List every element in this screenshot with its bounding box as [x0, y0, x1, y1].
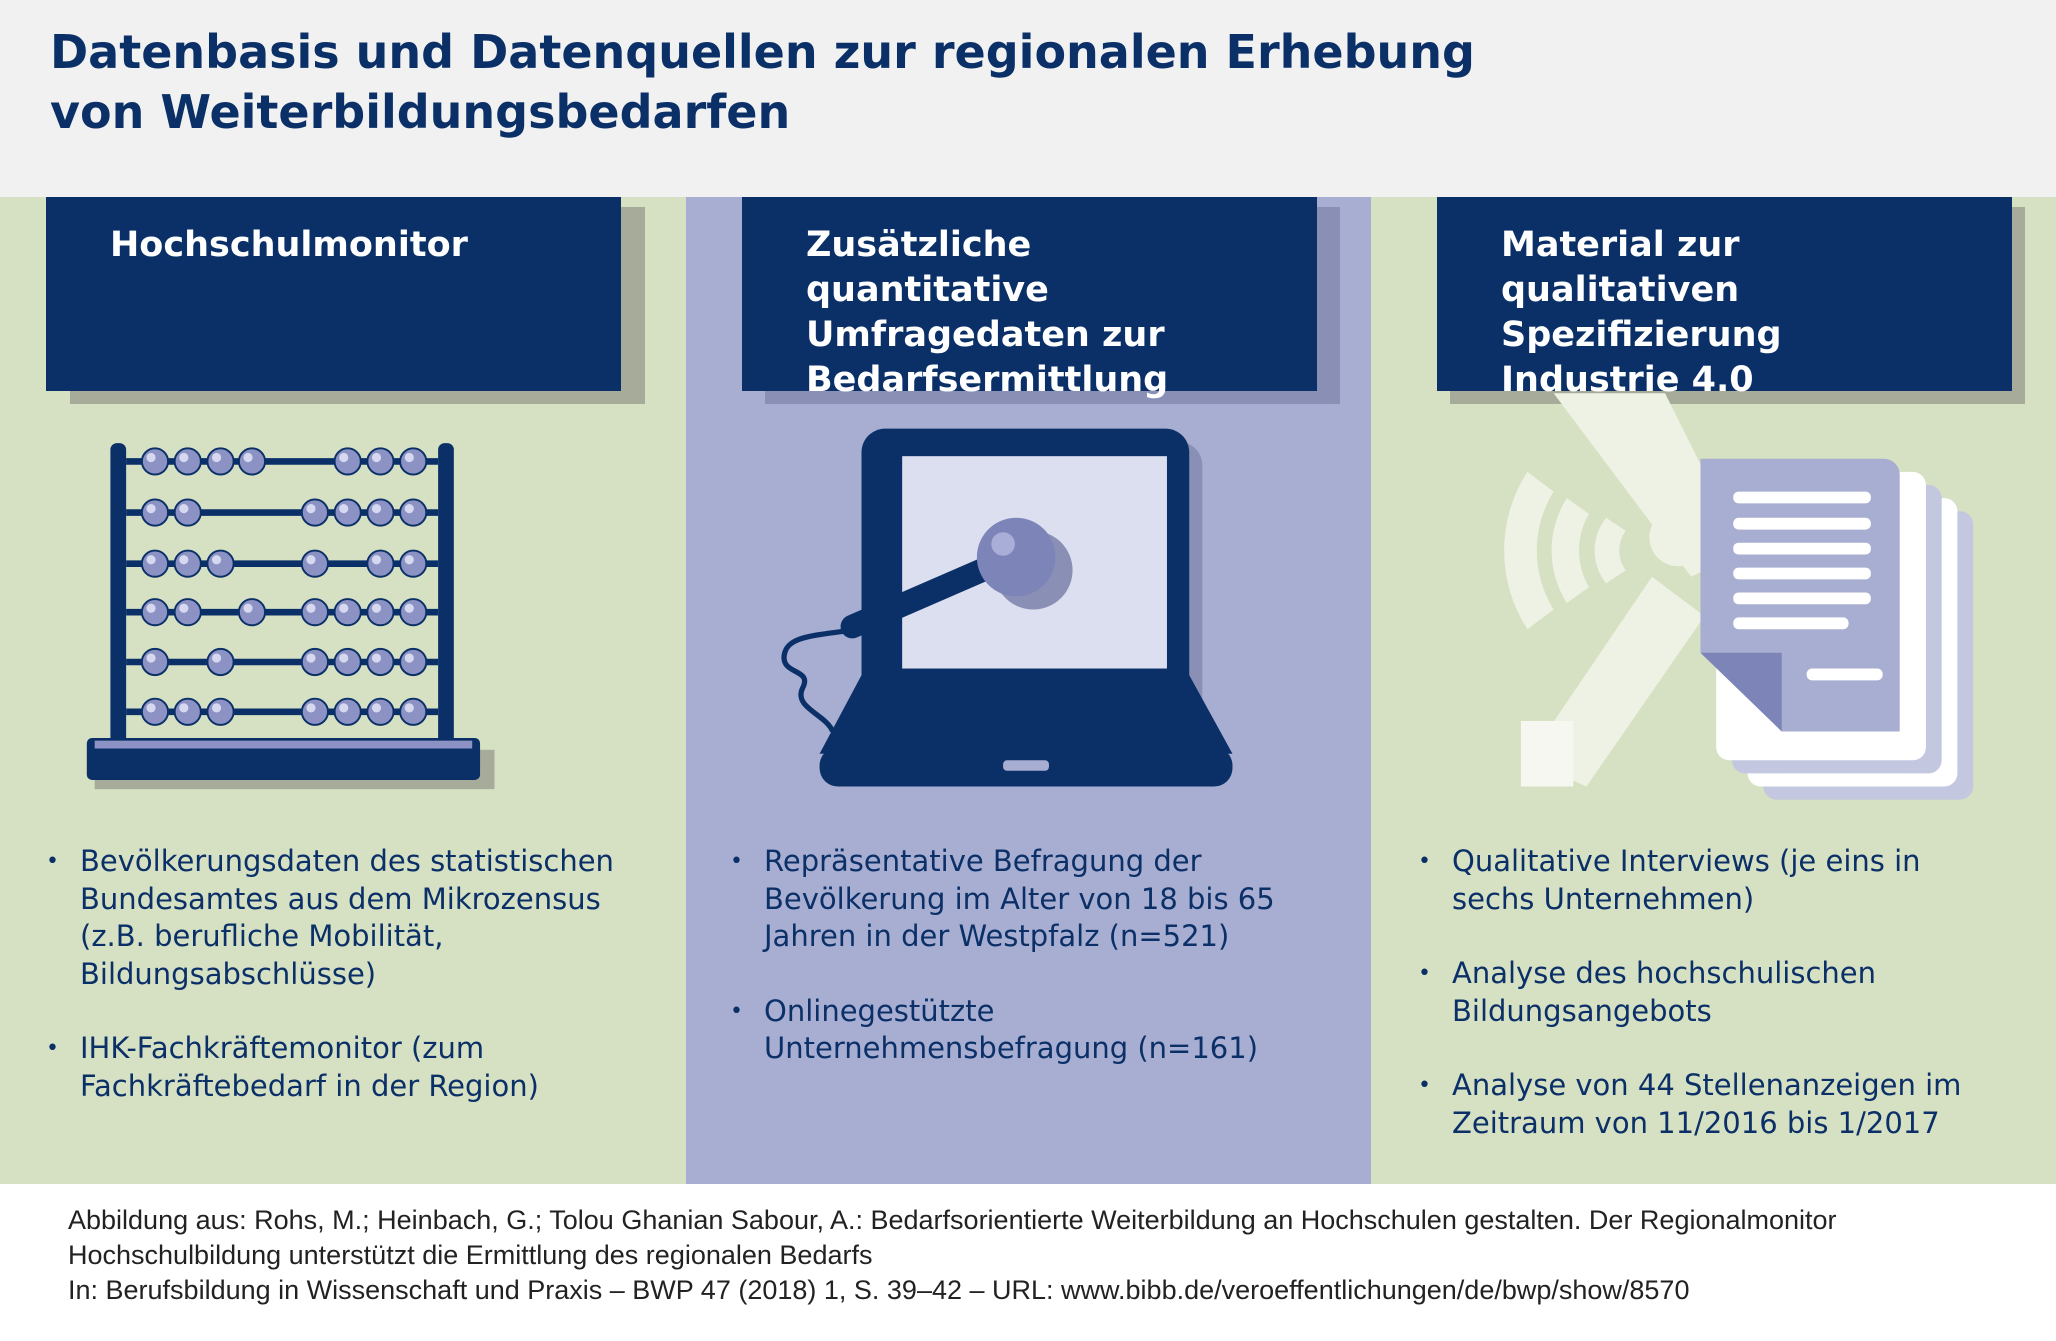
abacus-bead	[173, 447, 202, 476]
bead-highlight	[211, 653, 222, 663]
bead-highlight	[306, 555, 316, 565]
abacus-bead	[399, 697, 428, 726]
abacus-bead	[140, 549, 170, 578]
abacus-bead	[366, 598, 395, 627]
abacus-bead	[300, 598, 329, 627]
abacus-bead	[399, 598, 428, 627]
bead-highlight	[404, 452, 414, 463]
abacus-bead	[399, 447, 428, 476]
header-band	[0, 0, 2056, 197]
documents-signal-icon	[1504, 393, 1974, 800]
abacus-bead	[333, 498, 362, 527]
abacus-bead	[399, 647, 428, 677]
bead-highlight	[306, 504, 316, 514]
abacus-bead	[333, 647, 362, 677]
bead-highlight	[371, 504, 382, 514]
bead-highlight	[306, 703, 316, 713]
abacus-bead	[333, 697, 362, 726]
abacus-bead	[206, 549, 235, 578]
bead-highlight	[371, 452, 382, 463]
bead-highlight	[371, 653, 382, 663]
abacus-bead	[333, 598, 362, 627]
bullet-item: Repräsentative Befragung der Bevölkerung…	[730, 843, 1330, 956]
citation-text: Abbildung aus: Rohs, M.; Heinbach, G.; T…	[68, 1205, 1837, 1270]
abacus-icon	[86, 443, 495, 790]
bead-highlight	[243, 603, 253, 613]
bead-highlight	[179, 603, 189, 613]
abacus-bead	[366, 647, 395, 677]
abacus-bead	[140, 647, 170, 677]
abacus-bead	[173, 598, 202, 627]
bead-highlight	[339, 703, 349, 713]
bead-highlight	[146, 603, 156, 613]
bullet-list-3: Qualitative Interviews (je eins in sechs…	[1418, 843, 1978, 1179]
bullet-item: IHK-Fachkräftemonitor (zum Fachkräftebed…	[46, 1030, 666, 1105]
abacus-bead	[300, 697, 329, 726]
abacus-bead	[399, 549, 428, 578]
heading-box-2: Zusätzliche quantitative Umfragedaten zu…	[742, 197, 1317, 400]
bead-highlight	[243, 452, 253, 463]
bead-highlight	[146, 504, 156, 514]
abacus-bead	[173, 549, 202, 578]
page-title: Datenbasis und Datenquellen zur regional…	[50, 25, 1475, 139]
bead-highlight	[371, 603, 382, 613]
abacus-bead	[399, 498, 428, 527]
laptop-microphone-icon	[781, 428, 1233, 787]
bead-highlight	[211, 555, 222, 565]
abacus-bead	[237, 598, 267, 627]
abacus-bead	[140, 598, 170, 627]
abacus-bead	[140, 498, 170, 527]
bead-highlight	[146, 555, 156, 565]
bullet-list-2: Repräsentative Befragung der Bevölkerung…	[730, 843, 1330, 1105]
bullet-item: Analyse von 44 Stellenanzeigen im Zeitra…	[1418, 1067, 1978, 1142]
bead-highlight	[146, 653, 156, 663]
bead-highlight	[404, 603, 414, 613]
source-caption: Abbildung aus: Rohs, M.; Heinbach, G.; T…	[68, 1203, 2028, 1308]
bead-highlight	[211, 452, 222, 463]
bead-highlight	[179, 452, 189, 463]
bead-highlight	[404, 504, 414, 514]
abacus-bead	[300, 647, 329, 677]
bullet-item: Analyse des hochschulischen Bildungsange…	[1418, 955, 1978, 1030]
bead-highlight	[146, 703, 156, 713]
bead-highlight	[211, 703, 222, 713]
heading-box-1: Hochschulmonitor	[46, 197, 621, 391]
abacus-bead	[173, 498, 202, 527]
bullet-item: Qualitative Interviews (je eins in sechs…	[1418, 843, 1978, 918]
abacus-bead	[366, 498, 395, 527]
bead-highlight	[146, 452, 156, 463]
bead-highlight	[339, 603, 349, 613]
bullet-item: Bevölkerungsdaten des statistischen Bund…	[46, 843, 666, 993]
bead-highlight	[404, 703, 414, 713]
bead-highlight	[339, 653, 349, 663]
heading-box-3: Material zur qualitativen Spezifizierung…	[1437, 197, 2012, 400]
abacus-bead	[366, 697, 395, 726]
bead-highlight	[179, 703, 189, 713]
bead-highlight	[179, 555, 189, 565]
abacus-bead	[300, 498, 329, 527]
abacus-bead	[173, 697, 202, 726]
abacus-bead	[140, 697, 170, 726]
abacus-bead	[366, 447, 395, 476]
bead-highlight	[306, 603, 316, 613]
bullet-item: Onlinegestützte Unternehmensbefragung (n…	[730, 993, 1330, 1068]
abacus-bead	[300, 549, 329, 578]
abacus-bead	[206, 647, 235, 677]
abacus-bead	[140, 447, 170, 476]
bead-highlight	[339, 452, 349, 463]
bead-highlight	[371, 555, 382, 565]
abacus-bead	[206, 447, 235, 476]
bead-highlight	[179, 504, 189, 514]
bead-highlight	[404, 555, 414, 565]
abacus-bead	[366, 549, 395, 578]
bullet-list-1: Bevölkerungsdaten des statistischen Bund…	[46, 843, 666, 1142]
abacus-bead	[333, 447, 362, 476]
bead-highlight	[371, 703, 382, 713]
abacus-bead	[237, 447, 267, 476]
bead-highlight	[339, 504, 349, 514]
bead-highlight	[306, 653, 316, 663]
citation-url-text: In: Berufsbildung in Wissenschaft und Pr…	[68, 1275, 1690, 1305]
bead-highlight	[404, 653, 414, 663]
abacus-bead	[206, 697, 235, 726]
